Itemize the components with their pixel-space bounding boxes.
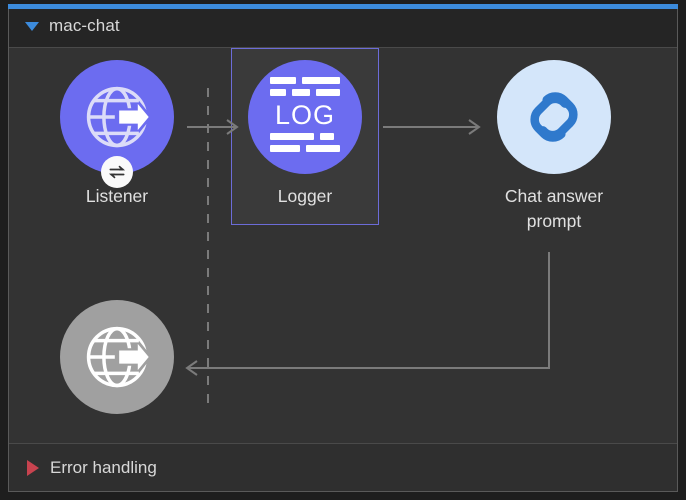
node-listener-circle[interactable]	[60, 60, 174, 188]
flow-header[interactable]: mac-chat	[9, 5, 677, 48]
node-chat-answer-prompt[interactable]: Chat answer prompt	[479, 60, 629, 235]
page-title: mac-chat	[49, 16, 120, 35]
globe-arrow-icon	[86, 326, 152, 388]
node-chat-answer-prompt-label: Chat answer prompt	[504, 186, 604, 232]
window-accent-bar	[8, 4, 678, 9]
error-handling-section[interactable]: Error handling	[9, 443, 677, 491]
node-error-response-circle[interactable]	[60, 300, 174, 414]
listener-mode-badge	[101, 156, 133, 188]
node-listener-label: Listener	[85, 186, 149, 206]
node-listener[interactable]: Listener	[42, 60, 192, 209]
node-logger-circle[interactable]: LOG	[248, 60, 362, 174]
globe-arrow-icon	[86, 86, 152, 148]
flow-window: mac-chat	[8, 4, 678, 492]
triangle-down-icon[interactable]	[25, 21, 39, 31]
edge-chat-prompt-to-error-response	[187, 252, 550, 369]
flow-canvas[interactable]: Listener LOG	[9, 48, 677, 443]
error-handling-label: Error handling	[50, 457, 157, 477]
bidirectional-arrows-icon	[108, 165, 126, 179]
node-logger-label: Logger	[277, 186, 333, 206]
triangle-right-icon[interactable]	[27, 459, 39, 476]
log-icon-text: LOG	[274, 100, 336, 130]
node-chat-answer-prompt-circle[interactable]	[497, 60, 611, 174]
node-logger[interactable]: LOG Logger	[230, 60, 380, 209]
chain-link-icon	[530, 92, 578, 142]
node-error-response[interactable]	[42, 300, 192, 424]
log-lines-icon: LOG	[270, 77, 340, 157]
